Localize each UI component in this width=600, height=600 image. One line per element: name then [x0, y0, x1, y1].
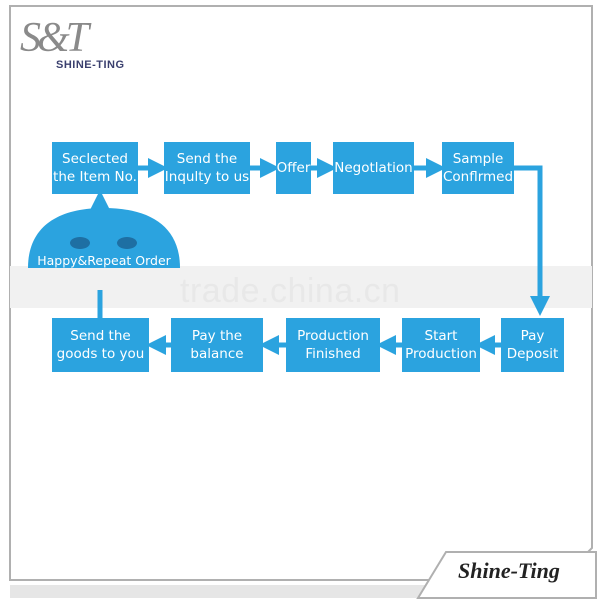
step-label: Sample Conflrmed — [442, 151, 514, 185]
step-label: Production Finished — [297, 328, 369, 362]
logo-monogram: S&T — [20, 15, 89, 61]
watermark-band — [10, 266, 592, 308]
step-label: Send the Inqulty to us — [164, 151, 250, 185]
step-label: Pay Deposit — [506, 328, 559, 362]
step-start-production: Start Production — [402, 318, 480, 372]
dome-eye-left — [70, 237, 90, 249]
step-negotiation: Negotlation — [333, 142, 414, 194]
step-label: Offer — [276, 160, 311, 176]
arrow-5-6 — [514, 165, 550, 316]
brand-name: Shine-Ting — [458, 558, 560, 583]
step-label: Start Production — [405, 328, 477, 362]
step-selected-item: Seclected the Item No. — [52, 142, 138, 194]
step-pay-balance: Pay the balance — [171, 318, 263, 372]
step-label: Pay the balance — [190, 328, 244, 362]
happy-repeat-order-label: Happy&Repeat Order — [37, 253, 171, 268]
step-offer: Offer — [276, 142, 311, 194]
step-sample-confirmed: Sample Conflrmed — [442, 142, 514, 194]
logo-name: SHINE-TING — [56, 59, 125, 71]
step-pay-deposit: Pay Deposit — [501, 318, 564, 372]
watermark-text: trade.china.cn — [180, 272, 401, 310]
step-label: Negotlation — [334, 160, 413, 176]
step-send-goods: Send the goods to you — [52, 318, 149, 372]
brand-banner — [416, 551, 597, 599]
step-label: Send the goods to you — [56, 328, 145, 362]
step-send-inquiry: Send the Inqulty to us — [164, 142, 250, 194]
step-label: Seclected the Item No. — [53, 151, 137, 185]
happy-dome — [28, 208, 180, 268]
step-production-finished: Production Finished — [286, 318, 380, 372]
dome-eye-right — [117, 237, 137, 249]
